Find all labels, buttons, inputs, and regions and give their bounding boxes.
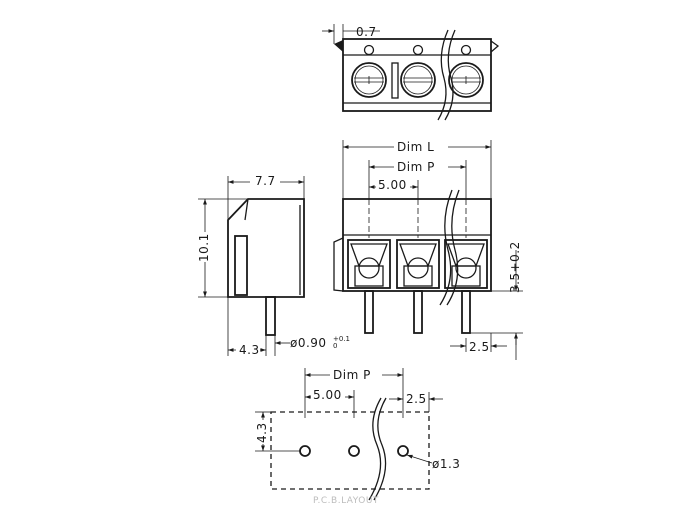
top-view-outline (342, 38, 492, 112)
front-pin-1 (364, 290, 374, 334)
dim-p-label: Dim P (397, 160, 435, 174)
front-pitch-label: 5.00 (378, 178, 407, 192)
right-height-label: 3.5+0.2 (508, 241, 522, 293)
pcb-watermark: P.C.B.LAYOUT (313, 496, 379, 506)
pcb-pitch-label: 5.00 (313, 388, 342, 402)
top-offset-label: 0.7 (356, 25, 377, 39)
pcb-outline (270, 411, 430, 490)
front-view: Dim L Dim P 5.00 (333, 139, 523, 360)
top-separator (391, 62, 399, 99)
top-view: 0.7 (322, 24, 500, 121)
pcb-dim-p-label: Dim P (333, 368, 371, 382)
pcb-hole-1 (299, 445, 311, 457)
front-pocket-2 (396, 239, 440, 289)
side-slot (234, 235, 248, 296)
pcb-hole-2 (348, 445, 360, 457)
top-screw-3 (448, 62, 484, 98)
side-height-label: 10.1 (197, 233, 211, 262)
pcb-hole-3 (397, 445, 409, 457)
front-pocket-1 (347, 239, 391, 289)
front-break-line (439, 189, 453, 306)
pin-offset-label: 4.3 (239, 343, 260, 357)
top-left-tab (334, 40, 343, 52)
pcb-height-label: 4.3 (255, 422, 269, 443)
pin-tolerance-zero: 0 (333, 342, 337, 350)
pcb-end-label: 2.5 (406, 392, 427, 406)
front-pin-2 (413, 290, 423, 334)
front-pocket-3 (444, 239, 488, 289)
top-break-line (437, 29, 449, 121)
pin-diameter-label: ø0.90 (290, 336, 327, 350)
top-screw-1 (351, 62, 387, 98)
side-body (227, 198, 305, 298)
dim-l-label: Dim L (397, 140, 434, 154)
pcb-hole-label: ø1.3 (432, 457, 460, 471)
side-view: 7.7 10.1 4.3 ø0.90 +0.1 0 (197, 173, 350, 357)
pcb-layout-view: Dim P 5.00 2.5 4.3 ø1.3 P.C.B.LAYOUT (253, 367, 460, 506)
side-pin (265, 296, 276, 336)
pin-tolerance-plus: +0.1 (333, 335, 350, 343)
front-pin-3 (461, 290, 471, 334)
pcb-break-line (373, 397, 387, 501)
pin-end-offset-label: 2.5 (469, 340, 490, 354)
side-width-label: 7.7 (255, 174, 276, 188)
top-screw-2 (400, 62, 436, 98)
